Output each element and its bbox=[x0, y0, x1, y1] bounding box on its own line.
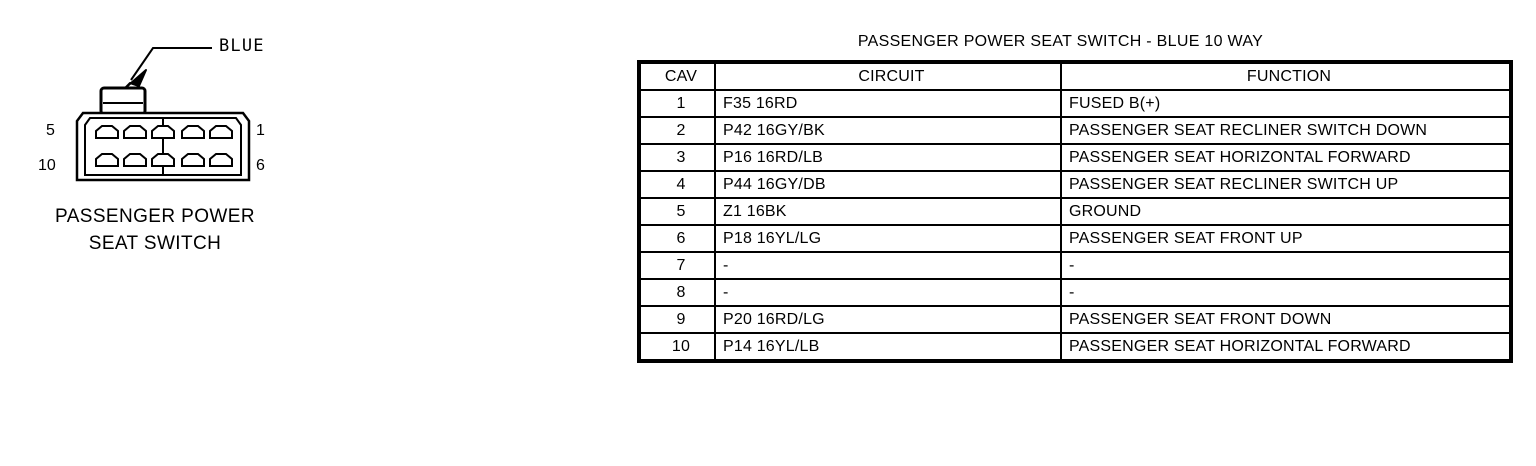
connector-diagram: BLUE 5 10 1 6 PASSENGER POWER SEAT SWITC… bbox=[0, 0, 340, 290]
table-row: 7-- bbox=[638, 251, 1512, 280]
cell-cav: 6 bbox=[638, 224, 716, 253]
cell-function: - bbox=[1060, 251, 1512, 280]
pin-cavity bbox=[151, 125, 175, 139]
cell-cav: 3 bbox=[638, 143, 716, 172]
pin-cavity bbox=[95, 153, 119, 167]
cell-function: PASSENGER SEAT RECLINER SWITCH DOWN bbox=[1060, 116, 1512, 145]
cell-cav: 4 bbox=[638, 170, 716, 199]
table-row: 8-- bbox=[638, 278, 1512, 307]
callout-leader-line bbox=[130, 47, 212, 81]
cell-circuit: - bbox=[714, 278, 1062, 307]
column-header-cav: CAV bbox=[638, 61, 716, 91]
pin-cavity bbox=[181, 125, 205, 139]
cell-circuit: F35 16RD bbox=[714, 89, 1062, 118]
cell-cav: 5 bbox=[638, 197, 716, 226]
connector-illustration bbox=[75, 47, 251, 182]
pin-number-top-left: 5 bbox=[46, 122, 55, 139]
connector-caption: PASSENGER POWER SEAT SWITCH bbox=[0, 203, 310, 257]
column-header-circuit: CIRCUIT bbox=[714, 61, 1062, 91]
pin-cavity bbox=[151, 153, 175, 167]
connector-latch-tab bbox=[99, 86, 147, 116]
cell-cav: 2 bbox=[638, 116, 716, 145]
pin-cavity bbox=[95, 125, 119, 139]
cell-circuit: P18 16YL/LG bbox=[714, 224, 1062, 253]
cell-function: PASSENGER SEAT FRONT UP bbox=[1060, 224, 1512, 253]
pin-cavity bbox=[181, 153, 205, 167]
cell-circuit: Z1 16BK bbox=[714, 197, 1062, 226]
cell-function: PASSENGER SEAT RECLINER SWITCH UP bbox=[1060, 170, 1512, 199]
cell-function: PASSENGER SEAT FRONT DOWN bbox=[1060, 305, 1512, 334]
pin-cavities bbox=[95, 125, 233, 167]
column-header-function: FUNCTION bbox=[1060, 61, 1512, 91]
pin-number-bottom-left: 10 bbox=[38, 157, 56, 174]
cell-cav: 9 bbox=[638, 305, 716, 334]
cell-cav: 1 bbox=[638, 89, 716, 118]
pin-number-bottom-right: 6 bbox=[256, 157, 265, 174]
cell-function: FUSED B(+) bbox=[1060, 89, 1512, 118]
cell-circuit: P14 16YL/LB bbox=[714, 332, 1062, 362]
cell-circuit: P42 16GY/BK bbox=[714, 116, 1062, 145]
pin-cavity bbox=[123, 125, 147, 139]
connector-color-callout-label: BLUE bbox=[219, 36, 265, 56]
callout-arrowhead-icon bbox=[122, 69, 147, 91]
cell-function: GROUND bbox=[1060, 197, 1512, 226]
pin-number-top-right: 1 bbox=[256, 122, 265, 139]
cell-function: - bbox=[1060, 278, 1512, 307]
pinout-table-block: PASSENGER POWER SEAT SWITCH - BLUE 10 WA… bbox=[637, 33, 1513, 363]
cell-circuit: P44 16GY/DB bbox=[714, 170, 1062, 199]
pin-cavity bbox=[123, 153, 147, 167]
cell-function: PASSENGER SEAT HORIZONTAL FORWARD bbox=[1060, 143, 1512, 172]
cell-circuit: P20 16RD/LG bbox=[714, 305, 1062, 334]
cell-function: PASSENGER SEAT HORIZONTAL FORWARD bbox=[1060, 332, 1512, 362]
cell-circuit: - bbox=[714, 251, 1062, 280]
cell-cav: 8 bbox=[638, 278, 716, 307]
cell-cav: 7 bbox=[638, 251, 716, 280]
pin-cavity bbox=[209, 153, 233, 167]
table-title: PASSENGER POWER SEAT SWITCH - BLUE 10 WA… bbox=[857, 33, 1264, 50]
connector-caption-line-2: SEAT SWITCH bbox=[88, 233, 222, 254]
cell-circuit: P16 16RD/LB bbox=[714, 143, 1062, 172]
connector-caption-line-1: PASSENGER POWER bbox=[55, 206, 255, 227]
cell-cav: 10 bbox=[638, 332, 716, 362]
pin-cavity bbox=[209, 125, 233, 139]
table-header-row: CAV CIRCUIT FUNCTION bbox=[638, 61, 1512, 91]
